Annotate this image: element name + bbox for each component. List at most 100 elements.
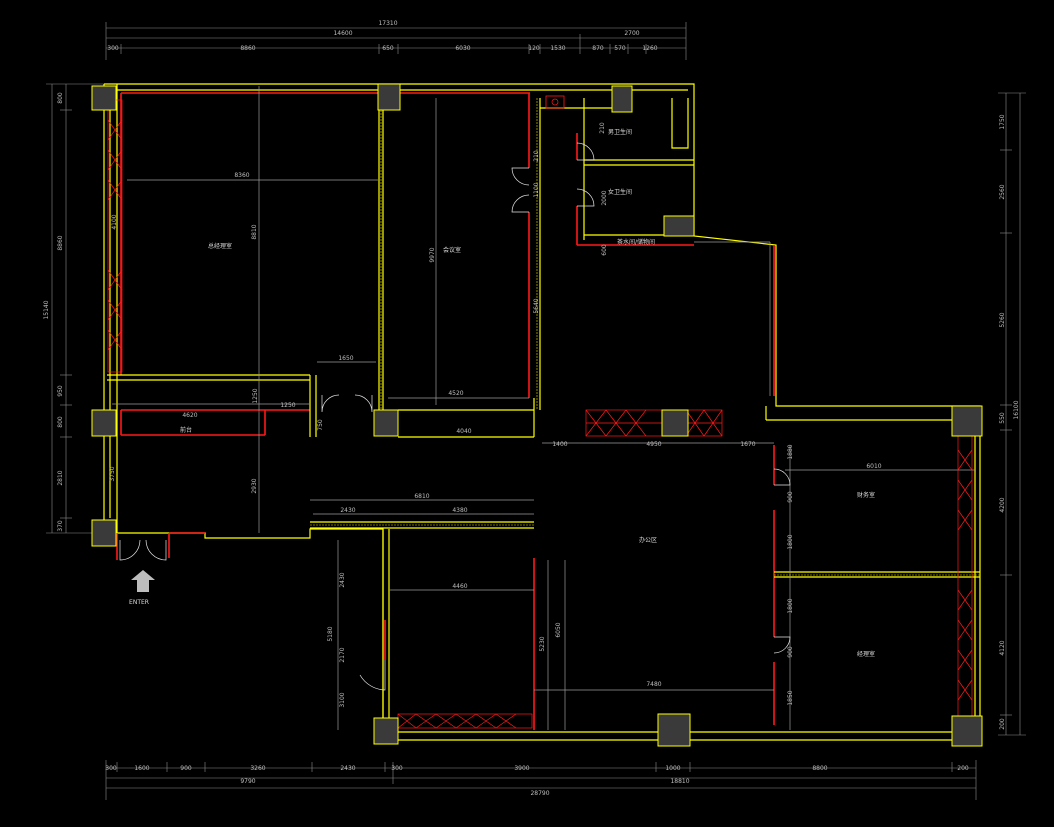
dim-bottom-seg: 3900 — [514, 765, 529, 772]
inner-dim: 7480 — [646, 681, 661, 688]
dim-left-seg: 8860 — [57, 235, 64, 250]
column — [663, 215, 695, 237]
right-dimension-chain: 1750 2560 5260 550 4200 4120 200 16100 — [998, 92, 1026, 736]
inner-dim: 6010 — [866, 463, 881, 470]
inner-dim: 2930 — [251, 478, 258, 493]
dim-bottom-seg: 2430 — [340, 765, 355, 772]
column — [91, 85, 117, 111]
inner-dim: 4620 — [182, 412, 197, 419]
doors — [119, 142, 791, 691]
inner-dim: 1650 — [338, 355, 353, 362]
room-label: 财务室 — [857, 491, 875, 499]
inner-dim: 4100 — [111, 214, 118, 229]
dim-right-seg: 550 — [999, 412, 1006, 424]
inner-dim: 8810 — [251, 224, 258, 239]
door-swing — [576, 188, 595, 207]
inner-dim: 4380 — [452, 507, 467, 514]
inner-dim: 1670 — [740, 441, 755, 448]
dim-top-seg: 1530 — [550, 45, 565, 52]
inner-dim: 2430 — [339, 572, 346, 587]
inner-dim: 1850 — [787, 690, 794, 705]
inner-dim: 1400 — [552, 441, 567, 448]
dim-bottom-sub-1: 9790 — [240, 778, 255, 785]
entry-arrow-icon — [131, 570, 155, 592]
dim-right-seg: 4200 — [999, 497, 1006, 512]
entry-door-left — [119, 539, 141, 561]
bottom-dimension-chain: 300 1600 900 3260 2430 300 3900 1000 880… — [105, 760, 977, 800]
inner-dim: 3100 — [339, 692, 346, 707]
inner-dim: 2170 — [339, 647, 346, 662]
dim-bottom-total: 28790 — [530, 790, 549, 797]
inner-dim: 8360 — [234, 172, 249, 179]
inner-dim: 900 — [787, 491, 794, 503]
dim-bottom-seg: 8800 — [812, 765, 827, 772]
column — [377, 83, 401, 111]
door-swing — [354, 394, 373, 413]
dim-top-seg: 8860 — [240, 45, 255, 52]
inner-dim: 210 — [599, 122, 606, 134]
dim-left-total: 15140 — [43, 300, 50, 319]
inner-dim: 2430 — [340, 507, 355, 514]
inner-dim: 5640 — [533, 298, 540, 313]
dim-right-seg: 5260 — [999, 312, 1006, 327]
dim-left-seg: 800 — [57, 416, 64, 428]
right-window-strip — [957, 435, 973, 721]
column — [951, 405, 983, 437]
inner-dim: 5230 — [539, 636, 546, 651]
dim-left-seg: 2810 — [57, 470, 64, 485]
dim-top-seg: 300 — [107, 45, 119, 52]
dim-top-sub-2: 2700 — [624, 30, 639, 37]
inner-dim: 9970 — [429, 247, 436, 262]
inner-dim: 1800 — [787, 534, 794, 549]
dim-bottom-seg: 300 — [391, 765, 403, 772]
entry-label: ENTER — [129, 599, 149, 606]
column — [611, 85, 633, 113]
inner-dim: 210 — [533, 150, 540, 162]
bottom-cabinet-strip — [397, 713, 533, 729]
dim-bottom-seg: 300 — [105, 765, 117, 772]
column — [657, 713, 691, 747]
top-dimension-chain: 17310 14600 2700 300 8860 650 6030 120 1… — [105, 20, 687, 60]
dim-left-seg: 800 — [57, 92, 64, 104]
dim-top-seg: 870 — [592, 45, 604, 52]
dim-right-seg: 1750 — [999, 114, 1006, 129]
inner-dim: 5180 — [327, 626, 334, 641]
room-label: 总经理室 — [208, 242, 232, 250]
inner-dim: 750 — [317, 419, 324, 431]
structural-columns — [91, 83, 983, 747]
dim-top-seg: 1260 — [642, 45, 657, 52]
column — [951, 715, 983, 747]
door-swing — [773, 636, 791, 654]
reference-lines — [112, 86, 975, 730]
dim-bottom-sub-2: 18810 — [670, 778, 689, 785]
room-label: 茶水间/储物间 — [617, 238, 655, 246]
cabinet-strip — [585, 409, 723, 437]
left-dimension-chain: 800 8860 950 800 2810 370 15140 — [43, 83, 110, 534]
dim-bottom-seg: 1600 — [134, 765, 149, 772]
dim-top-seg: 120 — [528, 45, 540, 52]
inner-dim: 4950 — [646, 441, 661, 448]
dim-right-seg: 200 — [999, 718, 1006, 730]
door-swing — [511, 167, 530, 186]
inner-dim: 900 — [787, 646, 794, 658]
dim-left-seg: 370 — [57, 520, 64, 532]
inner-dim: 1100 — [533, 182, 540, 197]
inner-dimension-labels: 8360 8810 4100 9970 5640 1650 4620 1250 … — [109, 122, 882, 708]
dim-bottom-seg: 1000 — [665, 765, 680, 772]
column — [661, 409, 689, 437]
dim-top-seg: 570 — [614, 45, 626, 52]
inner-dim: 3750 — [109, 466, 116, 481]
inner-dim: 6810 — [414, 493, 429, 500]
dim-top-seg: 6030 — [455, 45, 470, 52]
room-label: 会议室 — [443, 246, 461, 254]
dim-right-seg: 2560 — [999, 184, 1006, 199]
inner-dim: 4040 — [456, 428, 471, 435]
dim-right-seg: 4120 — [999, 640, 1006, 655]
column — [91, 519, 117, 547]
sink-icon — [545, 95, 565, 109]
door-swing — [511, 194, 530, 213]
room-labels: 总经理室 会议室 前台 办公区 财务室 经理室 男卫生间 女卫生间 茶水间/储物… — [180, 128, 875, 658]
inner-dim: 600 — [601, 244, 608, 256]
inner-dim: 1250 — [280, 402, 295, 409]
